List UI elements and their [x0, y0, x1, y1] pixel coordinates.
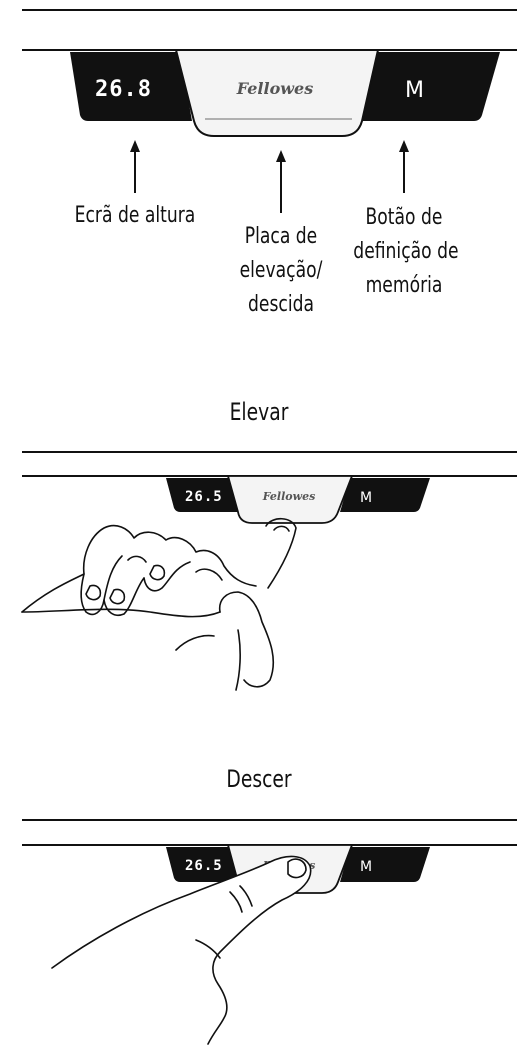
callout-lift-plate-line3: descida [247, 292, 315, 317]
memory-button-lower: M [360, 859, 372, 875]
callout-height-screen: Ecrã de altura [74, 203, 196, 228]
desk-edge-top [22, 9, 517, 51]
lift-lower-plate[interactable] [174, 49, 380, 137]
callout-lift-plate-line2: elevação/ [239, 258, 323, 283]
section-title-raise: Elevar [229, 398, 289, 426]
brand-logo: Fellowes [236, 79, 313, 98]
control-panel-raise: 26.5 Fellowes M [166, 475, 430, 524]
arrow-lift-plate [276, 150, 286, 213]
hand-raise-illustration [21, 517, 297, 691]
height-display-raise: 26.5 [185, 489, 223, 505]
callout-lift-plate-line1: Placa de [244, 224, 318, 249]
callout-memory-line2: definição de [353, 239, 459, 264]
height-display-lower: 26.5 [185, 858, 223, 874]
arrow-memory-button [399, 140, 409, 193]
control-panel-main: 26.8 Fellowes M [70, 49, 500, 137]
height-display: 26.8 [95, 77, 152, 102]
hand-lower-illustration [51, 855, 312, 1045]
callout-memory-line1: Botão de [365, 205, 443, 230]
lift-lower-plate-raise[interactable] [226, 475, 354, 524]
brand-logo-raise: Fellowes [262, 490, 316, 503]
arrow-height-screen [130, 140, 140, 193]
memory-button-raise: M [360, 490, 372, 506]
section-title-lower: Descer [226, 765, 292, 793]
callout-lift-plate: Placa de elevação/ descida [207, 220, 355, 322]
desk-edge-lower [22, 819, 517, 846]
callout-memory-line3: memória [365, 273, 443, 298]
callout-memory-button: Botão de definição de memória [353, 201, 459, 303]
desk-edge-raise [22, 451, 517, 477]
memory-button[interactable]: M [405, 78, 424, 103]
